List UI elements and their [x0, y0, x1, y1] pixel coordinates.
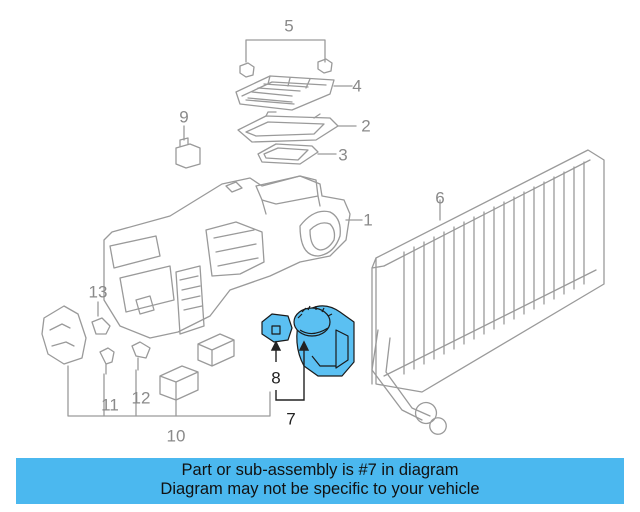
module-b-part: [197, 333, 235, 367]
heater-housing-part: [103, 175, 351, 339]
clip-13-part: [91, 317, 111, 335]
sensor-part: [175, 137, 201, 169]
callout-1: 1: [363, 210, 373, 230]
banner-line-1: Part or sub-assembly is #7 in diagram: [181, 461, 459, 479]
filter-housing-part: [237, 111, 339, 143]
sensor-11-part: [99, 347, 115, 375]
bracket-part: [41, 305, 87, 365]
callout-9: 9: [179, 107, 189, 127]
sensor-12-part: [131, 341, 151, 371]
callout-7-bracket: [275, 344, 305, 401]
clip-right: [317, 58, 333, 74]
callout-13: 13: [88, 282, 108, 302]
module-part: [159, 365, 199, 401]
callout-6: 6: [435, 188, 445, 208]
callout-5: 5: [284, 16, 294, 36]
callout-10: 10: [166, 426, 186, 446]
clip-left: [239, 62, 255, 78]
banner-line-2: Diagram may not be specific to your vehi…: [160, 480, 480, 498]
gasket-part: [257, 143, 319, 165]
callout-8: 8: [271, 368, 281, 388]
blower-motor-part: [293, 305, 355, 377]
callout-2: 2: [361, 116, 371, 136]
callout-3: 3: [338, 145, 348, 165]
callout-7: 7: [286, 409, 296, 429]
info-banner: Part or sub-assembly is #7 in diagram Di…: [16, 458, 624, 504]
heater-core-part: [371, 149, 605, 435]
cabin-filter-part: [235, 75, 335, 111]
callout-12: 12: [131, 388, 151, 408]
callout-10-bracket: [67, 365, 271, 417]
blower-resistor-part: [261, 313, 293, 343]
callout-11: 11: [101, 395, 119, 415]
callout-5-bracket: [245, 39, 326, 63]
callout-4: 4: [352, 76, 362, 96]
